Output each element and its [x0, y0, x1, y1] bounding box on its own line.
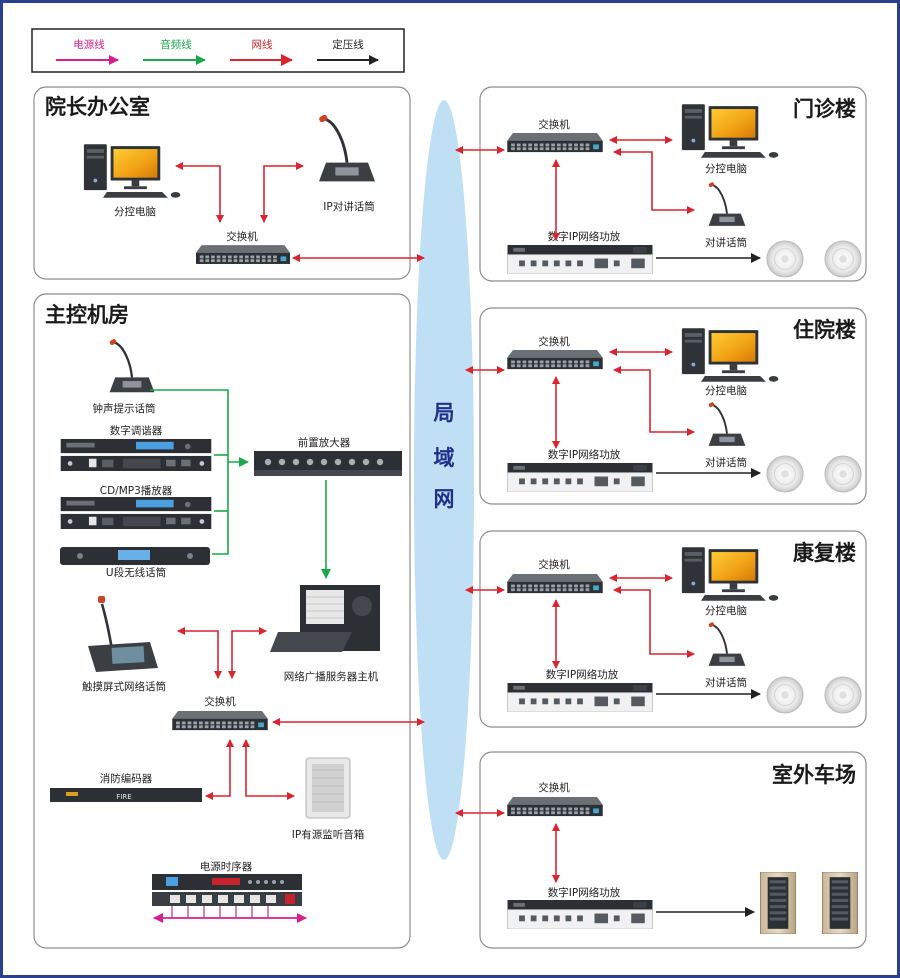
rehab-switch-label: 交换机 — [538, 558, 570, 571]
inpatient-pc-label: 分控电脑 — [705, 384, 747, 397]
parking-switch-label: 交换机 — [538, 781, 570, 794]
parking-amp-icon — [507, 900, 653, 929]
preamp-label: 前置放大器 — [298, 436, 351, 449]
server-label: 网络广播服务器主机 — [284, 670, 379, 683]
lan-label-2: 域 — [434, 446, 455, 470]
rehab-switch-icon — [507, 574, 603, 594]
president-switch-label: 交换机 — [226, 230, 258, 243]
parking-network-lines — [455, 809, 560, 883]
rehab-amp-icon — [507, 683, 653, 712]
rehab-amp-label: 数字IP网络功放 — [546, 668, 619, 681]
lan-label-1: 局 — [434, 401, 455, 425]
section-rehab: 康复楼 交换机 分控电脑 对讲话筒 数字IP网络功放 — [465, 530, 867, 728]
cd-label: CD/MP3播放器 — [100, 484, 173, 497]
lan-ellipse — [414, 100, 474, 860]
fire-encoder-panel-text: FIRE — [116, 793, 131, 801]
parking-amp-label: 数字IP网络功放 — [548, 886, 621, 899]
outpatient-switch-icon — [507, 133, 603, 153]
monitor-speaker-device — [305, 757, 351, 819]
rehab-mic-label: 对讲话筒 — [705, 676, 747, 689]
inpatient-title: 住院楼 — [793, 318, 856, 342]
inpatient-speaker-2 — [824, 455, 862, 493]
inpatient-amp-icon — [507, 463, 653, 492]
rehab-network-lines — [465, 574, 695, 669]
rehab-title: 康复楼 — [793, 541, 856, 565]
section-outpatient: 门诊楼 交换机 分控电脑 对讲话筒 数字IP网络功放 — [455, 86, 867, 282]
legend-box — [31, 28, 405, 73]
sequencer-label: 电源时序器 — [200, 860, 253, 873]
touchscreen-mic-device — [88, 596, 158, 672]
inpatient-switch-label: 交换机 — [538, 335, 570, 348]
president-switch-icon — [196, 245, 290, 264]
monitor-speaker-label: IP有源监听音箱 — [292, 828, 364, 841]
sequencer-device — [152, 874, 302, 906]
section-parking: 室外车场 交换机 数字IP网络功放 — [455, 751, 867, 949]
fire-encoder-label: 消防编码器 — [100, 772, 153, 785]
outpatient-switch-label: 交换机 — [538, 118, 570, 131]
president-pc-label: 分控电脑 — [114, 205, 156, 218]
outpatient-amp-label: 数字IP网络功放 — [548, 230, 621, 243]
inpatient-mic-label: 对讲话筒 — [705, 456, 747, 469]
parking-column-speaker-1 — [760, 872, 796, 934]
inpatient-network-lines — [465, 348, 695, 449]
parking-switch-icon — [507, 797, 603, 817]
outpatient-speaker-2 — [824, 240, 862, 278]
president-title: 院长办公室 — [45, 95, 150, 119]
inpatient-switch-icon — [507, 350, 603, 370]
rehab-speaker-1 — [766, 676, 804, 714]
president-network-lines — [175, 162, 425, 262]
parking-column-speaker-2 — [822, 872, 858, 934]
control-audio-lines — [150, 389, 331, 579]
wireless-receiver-device — [60, 547, 210, 565]
parking-title: 室外车场 — [772, 763, 856, 787]
lan-bus: 局 域 网 — [414, 100, 474, 860]
fire-encoder-device: FIRE — [50, 788, 202, 802]
lan-label-3: 网 — [434, 487, 455, 511]
control-network-lines — [177, 627, 425, 800]
sequencer-power-drops — [171, 906, 269, 918]
legend-audio-label: 音频线 — [160, 38, 192, 51]
legend: 电源线 音频线 网线 定压线 — [31, 28, 405, 73]
section-president-office: 院长办公室 分控电脑 IP对讲话筒 交换机 — [33, 86, 425, 280]
legend-fixed-label: 定压线 — [332, 38, 364, 51]
rehab-speaker-2 — [824, 676, 862, 714]
wireless-label: U段无线话筒 — [106, 566, 166, 579]
inpatient-amp-label: 数字IP网络功放 — [548, 448, 621, 461]
outpatient-mic-label: 对讲话筒 — [705, 236, 747, 249]
outpatient-network-lines — [455, 136, 695, 241]
president-ipmic-label: IP对讲话筒 — [323, 200, 374, 213]
outpatient-title: 门诊楼 — [793, 97, 856, 121]
legend-power-label: 电源线 — [73, 38, 105, 51]
control-title: 主控机房 — [45, 303, 129, 327]
control-switch-label: 交换机 — [204, 695, 236, 708]
section-inpatient: 住院楼 交换机 分控电脑 对讲话筒 数字IP网络功放 — [465, 307, 867, 505]
legend-network-label: 网线 — [252, 38, 273, 51]
rehab-pc-label: 分控电脑 — [705, 604, 747, 617]
touchscreen-mic-label: 触摸屏式网络话筒 — [82, 680, 166, 693]
server-device — [270, 585, 380, 652]
control-switch-icon — [172, 711, 268, 731]
preamp-device — [254, 451, 402, 476]
section-control-room: 主控机房 钟声提示话筒 数字调谐器 CD/MP3播放器 U段无线话筒 前置放大器 — [33, 293, 425, 949]
inpatient-speaker-1 — [766, 455, 804, 493]
outpatient-pc-label: 分控电脑 — [705, 162, 747, 175]
tuner-label: 数字调谐器 — [110, 424, 163, 437]
chime-mic-label: 钟声提示话筒 — [93, 402, 156, 415]
outpatient-amp-icon — [507, 245, 653, 274]
outpatient-speaker-1 — [766, 240, 804, 278]
